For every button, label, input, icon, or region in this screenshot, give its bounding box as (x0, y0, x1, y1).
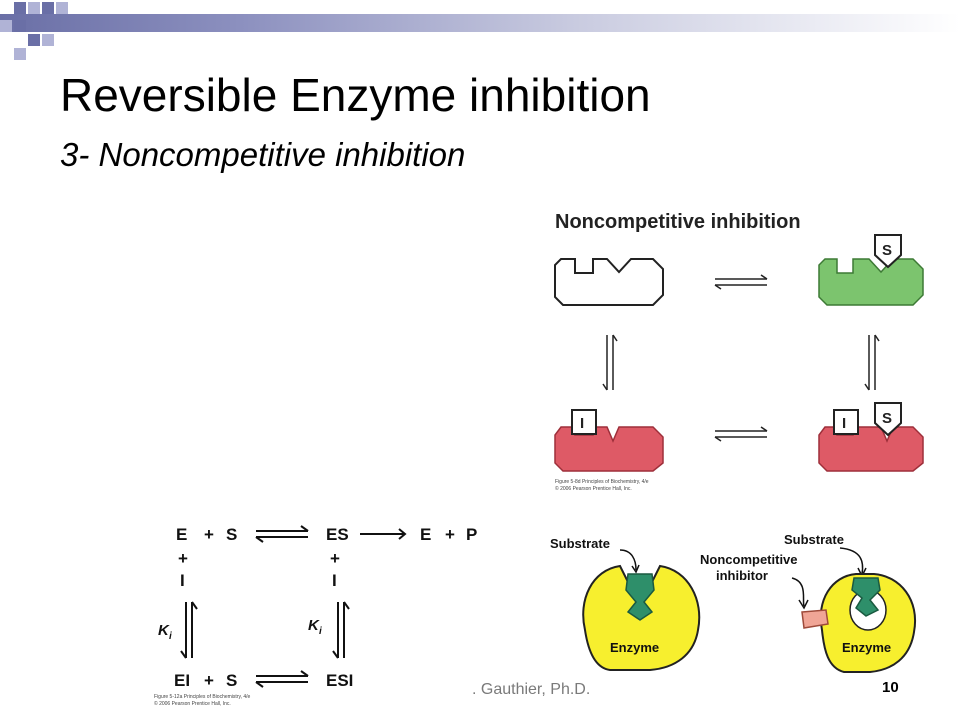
label-arrow (791, 577, 805, 607)
decorative-square (0, 20, 12, 32)
substrate-shape (874, 402, 902, 437)
equilibrium-arrow (332, 601, 350, 659)
scheme-term: I (180, 571, 185, 590)
scheme-term: + (445, 525, 455, 544)
figure-caption: © 2006 Pearson Prentice Hall, Inc. (555, 485, 632, 492)
equilibrium-arrow (714, 426, 768, 442)
scheme-term: I (332, 571, 337, 590)
footer-author: . Gauthier, Ph.D. (472, 681, 591, 698)
inhibitor-label: Noncompetitive (700, 552, 798, 567)
decorative-square (14, 2, 26, 14)
inhibitor-label: inhibitor (716, 568, 768, 583)
equilibrium-arrow (864, 334, 880, 391)
ki-label: K (308, 617, 320, 634)
figure-caption: Figure 5-8d Principles of Biochemistry, … (555, 479, 649, 485)
enzyme-label: Enzyme (610, 640, 659, 655)
scheme-term: P (466, 525, 477, 544)
scheme-term: ES (326, 525, 349, 544)
substrate-label: Substrate (784, 532, 844, 547)
decorative-square (42, 2, 54, 14)
substrate-label: Substrate (550, 536, 610, 551)
decorative-square (14, 48, 26, 60)
slide-subtitle: 3- Noncompetitive inhibition (60, 136, 466, 173)
substrate-symbol: S (882, 242, 892, 259)
inhibitor-shape (571, 409, 597, 435)
inhibitor-symbol: I (842, 415, 846, 432)
scheme-term: E (176, 525, 187, 544)
inhibitor-symbol: I (580, 415, 584, 432)
label-arrow (619, 549, 637, 571)
substrate-shape (625, 573, 655, 621)
forward-arrow (360, 528, 407, 540)
label-arrow (839, 547, 864, 575)
figure-heading: Noncompetitive inhibition (555, 211, 801, 233)
decorative-square (14, 20, 26, 32)
equilibrium-arrow (714, 274, 768, 290)
equilibrium-arrow (180, 601, 198, 659)
noncompetitive-inhibitor-shape (801, 609, 829, 629)
free-enzyme-shape (554, 258, 664, 306)
decorative-square (28, 2, 40, 14)
page-number: 10 (882, 679, 899, 696)
ki-subscript: i (169, 631, 172, 642)
scheme-term: EI (174, 671, 190, 690)
scheme-term: S (226, 525, 237, 544)
ki-subscript: i (319, 626, 322, 637)
equilibrium-arrow (602, 334, 618, 391)
scheme-term: + (204, 671, 214, 690)
scheme-term: + (330, 549, 340, 568)
ki-label: K (158, 622, 170, 639)
kinetic-scheme: E + S ES E + P + + I I EI + S ESI K i K … (154, 525, 477, 707)
scheme-term: + (178, 549, 188, 568)
label-arrow (798, 599, 809, 610)
substrate-symbol: S (882, 410, 892, 427)
scheme-caption: © 2006 Pearson Prentice Hall, Inc. (154, 700, 231, 707)
substrate-shape (874, 234, 902, 269)
scheme-term: ESI (326, 671, 353, 690)
enzyme-label: Enzyme (842, 640, 891, 655)
scheme-caption: Figure 5-12a Principles of Biochemistry,… (154, 694, 251, 700)
inhibitor-shape (833, 409, 859, 435)
scheme-term: E (420, 525, 431, 544)
equilibrium-arrow (255, 670, 309, 688)
noncompetitive-inhibition-figure: Noncompetitive inhibition S I I S Figure… (535, 195, 945, 500)
slide-title: Reversible Enzyme inhibition (60, 69, 651, 121)
label-arrow (631, 564, 640, 574)
scheme-term: + (204, 525, 214, 544)
equilibrium-arrow (255, 525, 309, 543)
decorative-header-bar (0, 14, 960, 32)
scheme-term: S (226, 671, 237, 690)
decorative-square (42, 34, 54, 46)
decorative-square (56, 2, 68, 14)
enzyme-cartoon-figure: Substrate Enzyme Substrate Noncompetitiv… (550, 532, 917, 673)
substrate-shape (851, 577, 881, 617)
enzyme-substrate-complex-shape (818, 258, 924, 306)
decorative-square (28, 34, 40, 46)
